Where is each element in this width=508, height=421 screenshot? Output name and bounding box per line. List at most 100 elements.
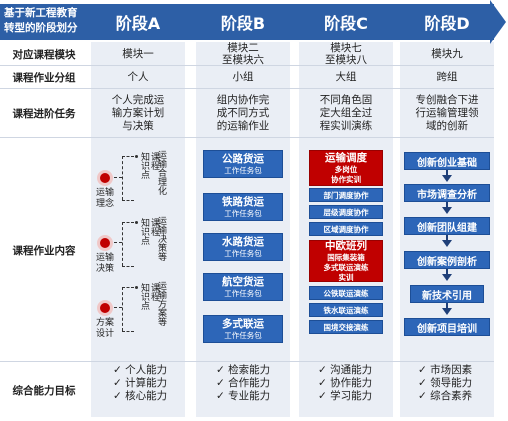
innovation-step: 创新团队组建 [404,217,490,235]
innovation-step: 创新创业基础 [404,152,490,170]
connector [114,242,122,243]
dot [135,155,138,158]
ability-item: ✓ 专业能力 [216,390,271,402]
package-title: 水路货运 [222,235,264,248]
connector [122,331,134,332]
arrow-down-icon [446,303,448,309]
arrow-down-icon [442,308,452,315]
red-sub: 多岗位 协作实训 [331,164,361,184]
task-package-water: 水路货运 工作任务包 [203,233,283,261]
task-d: 专创融合下进 行运输管理领 域的创新 [415,93,479,132]
arrow-down-icon [442,274,452,281]
ability-item: ✓ 综合素养 [418,390,473,402]
circle-icon [97,235,113,251]
package-sub: 工作任务包 [224,248,262,258]
package-sub: 工作任务包 [224,208,262,218]
innovation-step: 创新案例剖析 [404,251,490,269]
module-c: 模块七 至模块八 [325,42,367,66]
task-package-multimodal: 多式联运 工作任务包 [203,315,283,343]
railway-item: 铁水联运演练 [309,303,383,317]
concept-label: 运输 决策 [95,253,114,274]
leaf-label: 运输决策等 [156,216,166,261]
row-label-content: 课程作业内容 [12,244,76,257]
branch-label: 课程 知识点 [139,218,159,245]
ability-item: ✓ 合作能力 [216,377,271,389]
ability-list-a: ✓ 个人能力 ✓ 计算能力 ✓ 核心能力 [113,364,183,403]
red-title: 运输调度 [325,151,367,164]
divider [0,88,494,89]
concept-label: 运输 理念 [95,188,114,209]
package-sub: 工作任务包 [224,165,262,175]
task-package-road: 公路货运 工作任务包 [203,150,283,178]
ability-item: ✓ 学习能力 [318,390,373,402]
package-title: 航空货运 [222,275,264,288]
arrow-down-icon [446,235,448,241]
task-a: 个人完成运 输方案计划 与决策 [111,93,165,132]
column-bg-b [196,42,290,417]
ability-item: ✓ 协作能力 [318,377,373,389]
circle-icon [97,300,113,316]
arrow-down-icon [446,202,448,208]
divider [0,361,494,362]
ability-item: ✓ 计算能力 [113,377,168,389]
task-package-rail: 铁路货运 工作任务包 [203,193,283,221]
row-label-grouping: 课程作业分组 [12,71,76,84]
dot [135,286,138,289]
ability-item: ✓ 领导能力 [418,377,473,389]
package-sub: 工作任务包 [224,288,262,298]
branch-label: 课程 知识点 [139,283,159,310]
arrow-down-icon [446,170,448,176]
column-bg-a [91,42,185,417]
connector [114,177,122,178]
arrow-down-icon [442,207,452,214]
arrow-down-icon [442,240,452,247]
dispatch-item: 区域调度协作 [309,222,383,236]
innovation-step: 市场调查分析 [404,184,490,202]
ability-list-b: ✓ 检索能力 ✓ 合作能力 ✓ 专业能力 [216,364,286,403]
leaf-label: 运输方案等 [156,281,166,326]
package-title: 多式联运 [222,317,264,330]
ability-item: ✓ 市场因素 [418,364,473,376]
divider [0,65,494,66]
colA-diagram: 运输 理念 课程 知识点 运输合理化 运输 决策 课程 知识点 运输决策等 方案… [91,140,185,360]
group-b: 小组 [232,70,254,83]
group-d: 跨组 [436,70,458,83]
dispatch-item: 部门调度协作 [309,188,383,202]
circle-icon [97,170,113,186]
task-b: 组内协作完 成不同方式 的运输作业 [216,93,270,132]
dispatch-training: 运输调度 多岗位 协作实训 [309,150,383,186]
connector [122,222,123,266]
connector [114,307,122,308]
branch-label: 课程 知识点 [139,152,159,179]
railway-item: 公铁联运演练 [309,286,383,300]
row-label-tasks: 课程进阶任务 [12,107,76,120]
divider [0,137,494,138]
group-a: 个人 [127,70,149,83]
group-c: 大组 [335,70,357,83]
row-label-ability: 综合能力目标 [12,384,76,397]
ability-item: ✓ 个人能力 [113,364,168,376]
concept-label: 方案 设计 [95,318,114,339]
connector [122,200,134,201]
ability-list-d: ✓ 市场因素 ✓ 领导能力 ✓ 综合素养 [418,364,488,403]
red-sub: 国际集装箱 多式联运演练 实训 [323,252,369,282]
innovation-step: 新技术引用 [410,285,484,303]
leaf-label: 运输合理化 [156,150,166,195]
package-title: 公路货运 [222,152,264,165]
red-title: 中欧班列 [325,239,367,252]
dispatch-item: 层级调度协作 [309,205,383,219]
stage-b: 阶段B [220,14,266,33]
ability-item: ✓ 核心能力 [113,390,168,402]
connector [122,222,134,223]
module-d: 模块九 [431,47,463,60]
connector [122,287,134,288]
package-sub: 工作任务包 [224,330,262,340]
innovation-step: 创新项目培训 [404,318,490,336]
stage-banner [0,4,494,40]
connector [122,266,134,267]
banner-arrow-icon [490,0,506,44]
connector [122,156,123,200]
task-c: 不同角色固 定大组全过 程实训演练 [319,93,373,132]
task-package-air: 航空货运 工作任务包 [203,273,283,301]
banner-title: 基于新工程教育转型的阶段划分 [4,7,78,34]
